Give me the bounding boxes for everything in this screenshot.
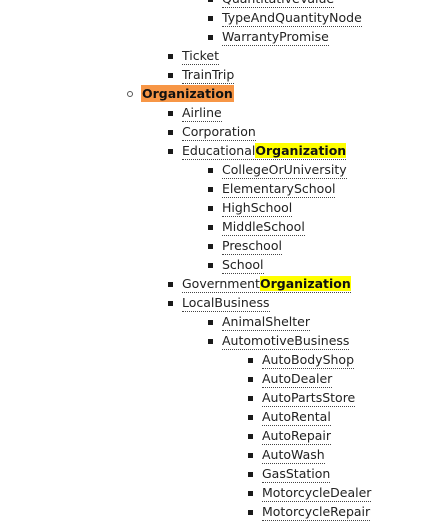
square-bullet-icon (208, 225, 213, 230)
square-bullet-icon (248, 510, 253, 515)
square-bullet-icon (248, 415, 253, 420)
tree-link-gasstation[interactable]: GasStation (262, 466, 331, 483)
tree-link-automotivebusiness[interactable]: AutomotiveBusiness (222, 333, 350, 350)
tree-link-animalshelter[interactable]: AnimalShelter (222, 314, 311, 331)
tree-link-ticket[interactable]: Ticket (182, 48, 219, 65)
square-bullet-icon (208, 263, 213, 268)
circle-bullet-icon (127, 91, 133, 97)
square-bullet-icon (248, 377, 253, 382)
square-bullet-icon (208, 206, 213, 211)
tree-link-autodealer[interactable]: AutoDealer (262, 371, 333, 388)
tree-link-school[interactable]: School (222, 257, 264, 274)
square-bullet-icon (168, 111, 173, 116)
square-bullet-icon (168, 73, 173, 78)
tree-link-elementaryschool[interactable]: ElementarySchool (222, 181, 336, 198)
tree-link-highschool[interactable]: HighSchool (222, 200, 293, 217)
search-match-highlight: Organization (255, 143, 347, 158)
tree-link-organization[interactable]: Organization (141, 85, 234, 102)
square-bullet-icon (168, 54, 173, 59)
square-bullet-icon (208, 16, 213, 21)
square-bullet-icon (248, 434, 253, 439)
square-bullet-icon (168, 301, 173, 306)
square-bullet-icon (208, 35, 213, 40)
tree-link-autorental[interactable]: AutoRental (262, 409, 331, 426)
square-bullet-icon (248, 472, 253, 477)
tree-link-quantitativevalue[interactable]: QuantitativeValue (222, 0, 335, 8)
tree-link-autopartsstore[interactable]: AutoPartsStore (262, 390, 356, 407)
search-match-highlight: Organization (259, 276, 351, 291)
tree-link-middleschool[interactable]: MiddleSchool (222, 219, 305, 236)
tree-link-governmentorganization[interactable]: GovernmentOrganization (182, 275, 351, 293)
square-bullet-icon (168, 149, 173, 154)
tree-link-typeandquantitynode[interactable]: TypeAndQuantityNode (222, 10, 362, 27)
square-bullet-icon (208, 320, 213, 325)
tree-link-localbusiness[interactable]: LocalBusiness (182, 295, 270, 312)
link-prefix-text: Educational (182, 143, 256, 158)
tree-link-autorepair[interactable]: AutoRepair (262, 428, 332, 445)
tree-link-autobodyshop[interactable]: AutoBodyShop (262, 352, 355, 369)
square-bullet-icon (208, 339, 213, 344)
square-bullet-icon (248, 491, 253, 496)
square-bullet-icon (168, 130, 173, 135)
tree-link-traintrip[interactable]: TrainTrip (182, 67, 235, 84)
square-bullet-icon (168, 282, 173, 287)
tree-link-preschool[interactable]: Preschool (222, 238, 282, 255)
tree-link-corporation[interactable]: Corporation (182, 124, 256, 141)
square-bullet-icon (208, 187, 213, 192)
square-bullet-icon (208, 244, 213, 249)
tree-link-motorcycledealer[interactable]: MotorcycleDealer (262, 485, 372, 502)
square-bullet-icon (208, 168, 213, 173)
tree-link-warrantypromise[interactable]: WarrantyPromise (222, 29, 329, 46)
tree-link-autowash[interactable]: AutoWash (262, 447, 325, 464)
square-bullet-icon (248, 396, 253, 401)
square-bullet-icon (248, 453, 253, 458)
square-bullet-icon (208, 0, 213, 2)
square-bullet-icon (248, 358, 253, 363)
tree-link-motorcyclerepair[interactable]: MotorcycleRepair (262, 504, 371, 521)
tree-link-educationalorganization[interactable]: EducationalOrganization (182, 142, 347, 160)
tree-link-airline[interactable]: Airline (182, 105, 222, 122)
link-prefix-text: Government (182, 276, 260, 291)
tree-link-collegeoruniversity[interactable]: CollegeOrUniversity (222, 162, 347, 179)
